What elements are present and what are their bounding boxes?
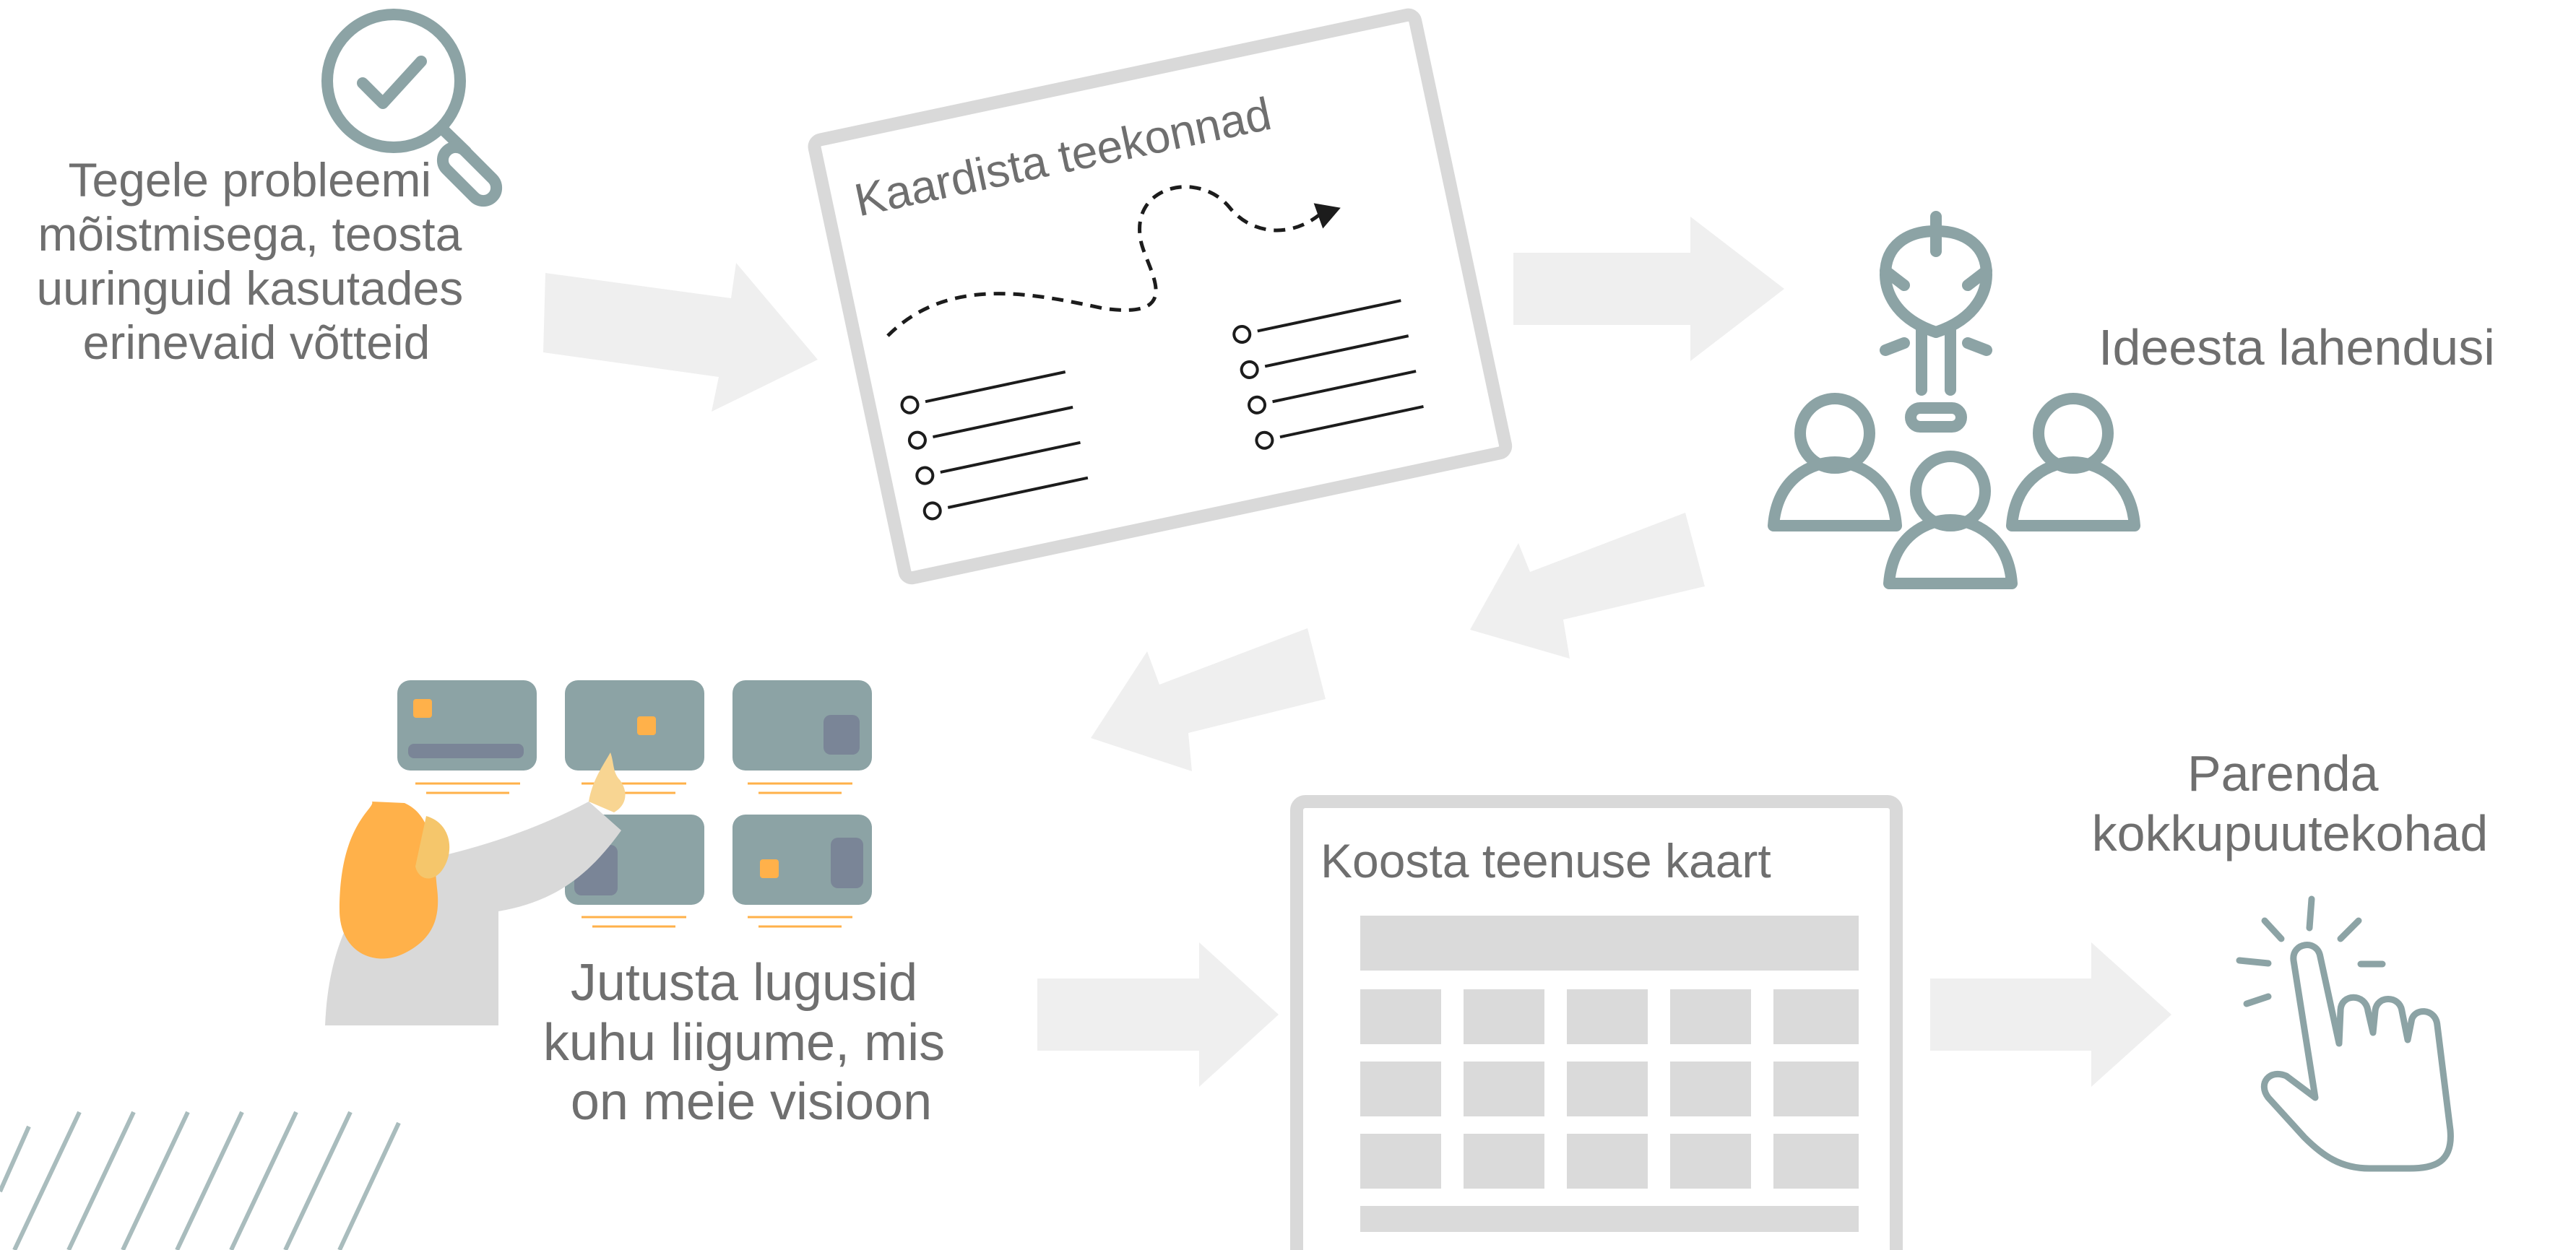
research-line: Tegele probleemi [69,153,432,207]
tap-hand-icon [2236,895,2454,1172]
improve-label: Parenda kokkupuutekohad [2092,745,2489,861]
journey-map-card: Kaardista teekonnad [808,8,1513,585]
research-line: erinevaid võtteid [83,316,431,369]
magnifier-check-icon [321,9,503,207]
team-lightbulb-icon [1768,211,2140,589]
stories-line: Jutusta lugusid [571,954,917,1012]
journey-map-icon [886,185,1424,521]
improve-line: kokkupuutekohad [2092,805,2489,861]
stories-label: Jutusta lugusid kuhu liigume, mis on mei… [543,954,959,1131]
research-line: mõistmisega, teosta [38,207,462,261]
arrow-service-map-to-improve [1930,942,2171,1087]
arrow-research-to-journey [543,263,818,412]
arrow-journey-to-ideate [1513,217,1784,361]
arrow-ideate-to-journey-back [1470,513,1705,659]
stories-line: on meie visioon [571,1073,932,1131]
arrow-stories-to-service-map [1037,942,1279,1087]
storyboard-illustration [325,680,872,1025]
research-label: Tegele probleemi mõistmisega, teosta uur… [36,153,476,369]
service-blueprint-icon: Koosta teenuse kaart [1290,795,1903,1250]
improve-line: Parenda [2187,745,2379,802]
stories-line: kuhu liigume, mis [543,1014,945,1072]
ideate-label: Ideesta lahendusi [2099,319,2495,376]
decorative-hatching [0,1111,401,1250]
research-line: uuringuid kasutades [36,261,463,315]
arrow-to-stories [1091,628,1326,771]
service-map-title: Koosta teenuse kaart [1321,834,1771,887]
